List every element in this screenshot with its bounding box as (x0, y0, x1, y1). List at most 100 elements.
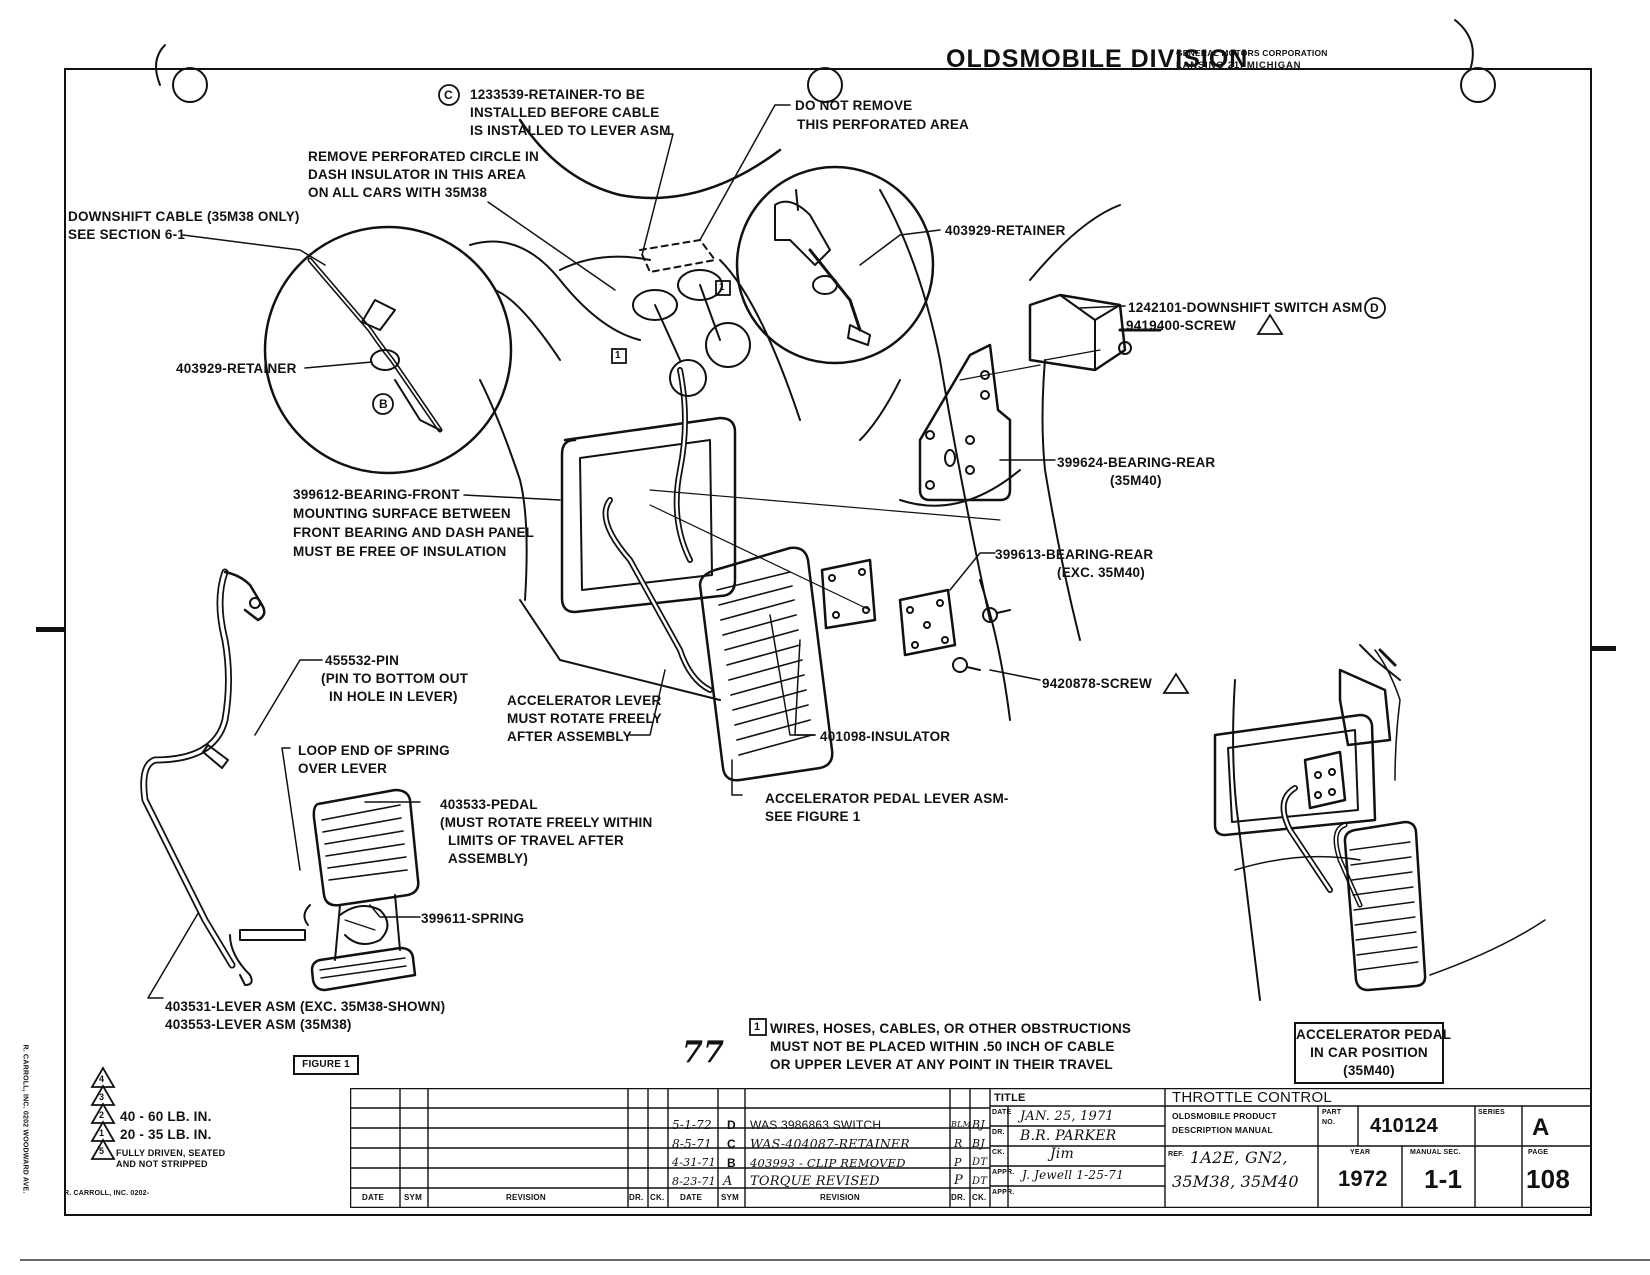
callout-screw-9420878: 9420878-SCREW (1042, 676, 1152, 691)
rev-a-date: 8-23-71 (672, 1175, 716, 1188)
callout-loop-end-2: OVER LEVER (298, 761, 388, 776)
callout-pedal-3: LIMITS OF TRAVEL AFTER (448, 833, 624, 848)
callout-do-not-remove-2: THIS PERFORATED AREA (797, 117, 970, 132)
mark-c: C (444, 88, 453, 102)
box1-mark-lower (611, 348, 627, 364)
torque-mark-4: 4 (99, 1074, 105, 1084)
mark-d: D (1370, 301, 1379, 315)
callout-lever-asm-2: 403553-LEVER ASM (35M38) (165, 1017, 352, 1032)
page-value: 108 (1526, 1164, 1570, 1194)
callout-pedal-4: ASSEMBLY) (448, 851, 529, 866)
series-label: SERIES (1478, 1109, 1505, 1116)
manual-label: MANUAL SEC. (1410, 1149, 1461, 1156)
ref-line-2: 35M38, 35M40 (1172, 1172, 1299, 1191)
year-value: 1972 (1338, 1166, 1388, 1191)
callout-remove-circle-2: DASH INSULATOR IN THIS AREA (308, 167, 527, 182)
callout-pedal-2: (MUST ROTATE FREELY WITHIN (440, 815, 653, 830)
rev-header-sym: SYM (721, 1193, 739, 1202)
dr-label: DR. (992, 1129, 1005, 1136)
triangle-2-switch-screw (1256, 313, 1284, 335)
triangle-1-screw (1162, 672, 1190, 694)
drawing-frame (64, 68, 1592, 1216)
callout-spring: 399611-SPRING (421, 911, 525, 926)
year-label: YEAR (1350, 1149, 1371, 1156)
in-car-line-3: (35M40) (1343, 1063, 1395, 1078)
division-title: OLDSMOBILE DIVISION (946, 45, 1249, 73)
callout-bearing-rear-35m40-2: (35M40) (1110, 473, 1162, 488)
bottom-left-printer: R. CARROLL, INC. 0202- (64, 1190, 150, 1197)
torque-fully-driven-1: FULLY DRIVEN, SEATED (116, 1148, 226, 1158)
callout-downshift-cable-2: SEE SECTION 6-1 (68, 227, 186, 242)
rev-d-date: 5-1-72 (672, 1118, 712, 1132)
rev-d-sym: D (727, 1118, 736, 1132)
rev-c-date: 8-5-71 (672, 1137, 712, 1151)
product-line-2: DESCRIPTION MANUAL (1172, 1125, 1273, 1135)
rev-header-dr: DR. (951, 1193, 966, 1202)
rev-c-ck: BJ (972, 1137, 985, 1150)
note-1-line-3: OR UPPER LEVER AT ANY POINT IN THEIR TRA… (770, 1057, 1113, 1072)
page-label: PAGE (1528, 1149, 1549, 1156)
rev-a-sym: A (723, 1174, 733, 1189)
product-line-1: OLDSMOBILE PRODUCT (1172, 1111, 1277, 1121)
callout-accel-lever-1: ACCELERATOR LEVER (507, 693, 662, 708)
box1-mark-lower-text: 1 (615, 350, 621, 361)
title-label: TITLE (994, 1092, 1026, 1104)
part-label-1: PART (1322, 1109, 1342, 1116)
callout-retainer-c-line-3: IS INSTALLED TO LEVER ASM (470, 123, 671, 138)
side-vertical-text: R. CARROLL, INC. 0202 WOODWARD AVE. (21, 1044, 29, 1194)
rev-d-dr: BLM (951, 1120, 971, 1129)
callout-retainer-right: 403929-RETAINER (945, 223, 1066, 238)
appr-value: J. Jewell 1-25-71 (1022, 1168, 1124, 1182)
title-block-grid (350, 1088, 1592, 1208)
in-car-line-1: ACCELERATOR PEDAL (1296, 1027, 1452, 1042)
callout-remove-circle-1: REMOVE PERFORATED CIRCLE IN (308, 149, 539, 164)
note-1-line-1: WIRES, HOSES, CABLES, OR OTHER OBSTRUCTI… (770, 1021, 1132, 1036)
series-value: A (1532, 1114, 1550, 1141)
callout-switch-screw: 9419400-SCREW (1126, 318, 1236, 333)
mark-c-circle (438, 84, 460, 106)
rev-header-date: DATE (680, 1193, 702, 1202)
callout-pedal-1: 403533-PEDAL (440, 797, 538, 812)
mark-d-circle (1364, 297, 1386, 319)
callout-lever-asm-1: 403531-LEVER ASM (EXC. 35M38-SHOWN) (165, 999, 446, 1014)
callout-bearing-front-4: MUST BE FREE OF INSULATION (293, 544, 507, 559)
manual-value: 1-1 (1424, 1164, 1463, 1194)
appr2-label: APPR. (992, 1189, 1015, 1196)
date-label: DATE (992, 1109, 1012, 1116)
callout-retainer-left: 403929-RETAINER (176, 361, 297, 376)
torque-mark-2: 2 (99, 1110, 105, 1120)
callout-pedal-lever-2: SEE FIGURE 1 (765, 809, 861, 824)
callout-retainer-c-line-2: INSTALLED BEFORE CABLE (470, 105, 660, 120)
torque-20-35: 20 - 35 LB. IN. (120, 1127, 212, 1142)
callout-retainer-c-line-1: 1233539-RETAINER-TO BE (470, 87, 645, 102)
detail-circle-right (735, 165, 935, 365)
page-mark-77: 77 (682, 1035, 725, 1070)
rev-header-dr-left: DR. (629, 1193, 644, 1202)
callout-pedal-lever-1: ACCELERATOR PEDAL LEVER ASM- (765, 791, 1009, 806)
rev-header-sym-left: SYM (404, 1193, 422, 1202)
rev-a-text: TORQUE REVISED (750, 1174, 880, 1189)
corp-line-2: LANSING 21, MICHIGAN (1176, 60, 1302, 71)
callout-accel-lever-2: MUST ROTATE FREELY (507, 711, 662, 726)
drawing-title: THROTTLE CONTROL (1172, 1089, 1332, 1106)
mark-b: B (379, 397, 388, 411)
callout-bearing-rear-exc-2: (EXC. 35M40) (1057, 565, 1145, 580)
ref-label: REF. (1168, 1151, 1184, 1158)
callout-bearing-front-2: MOUNTING SURFACE BETWEEN (293, 506, 511, 521)
rev-header-ck: CK. (972, 1193, 987, 1202)
rev-header-revision: REVISION (820, 1193, 860, 1202)
torque-fully-driven-2: AND NOT STRIPPED (116, 1159, 208, 1169)
in-car-position-box: ACCELERATOR PEDAL IN CAR POSITION (35M40… (1294, 1022, 1452, 1084)
rev-b-sym: B (727, 1156, 736, 1170)
torque-40-60: 40 - 60 LB. IN. (120, 1109, 212, 1124)
callout-bearing-rear-exc-1: 399613-BEARING-REAR (995, 547, 1154, 562)
part-number: 410124 (1370, 1115, 1438, 1137)
torque-mark-3: 3 (99, 1092, 105, 1102)
rev-c-text: WAS-404087-RETAINER (750, 1136, 910, 1151)
torque-mark-5: 5 (99, 1146, 105, 1156)
callout-pin-1: 455532-PIN (325, 653, 400, 668)
rev-header-date-left: DATE (362, 1193, 384, 1202)
callout-pin-2: (PIN TO BOTTOM OUT (321, 671, 469, 686)
box1-mark-upper-text: 1 (719, 282, 725, 293)
